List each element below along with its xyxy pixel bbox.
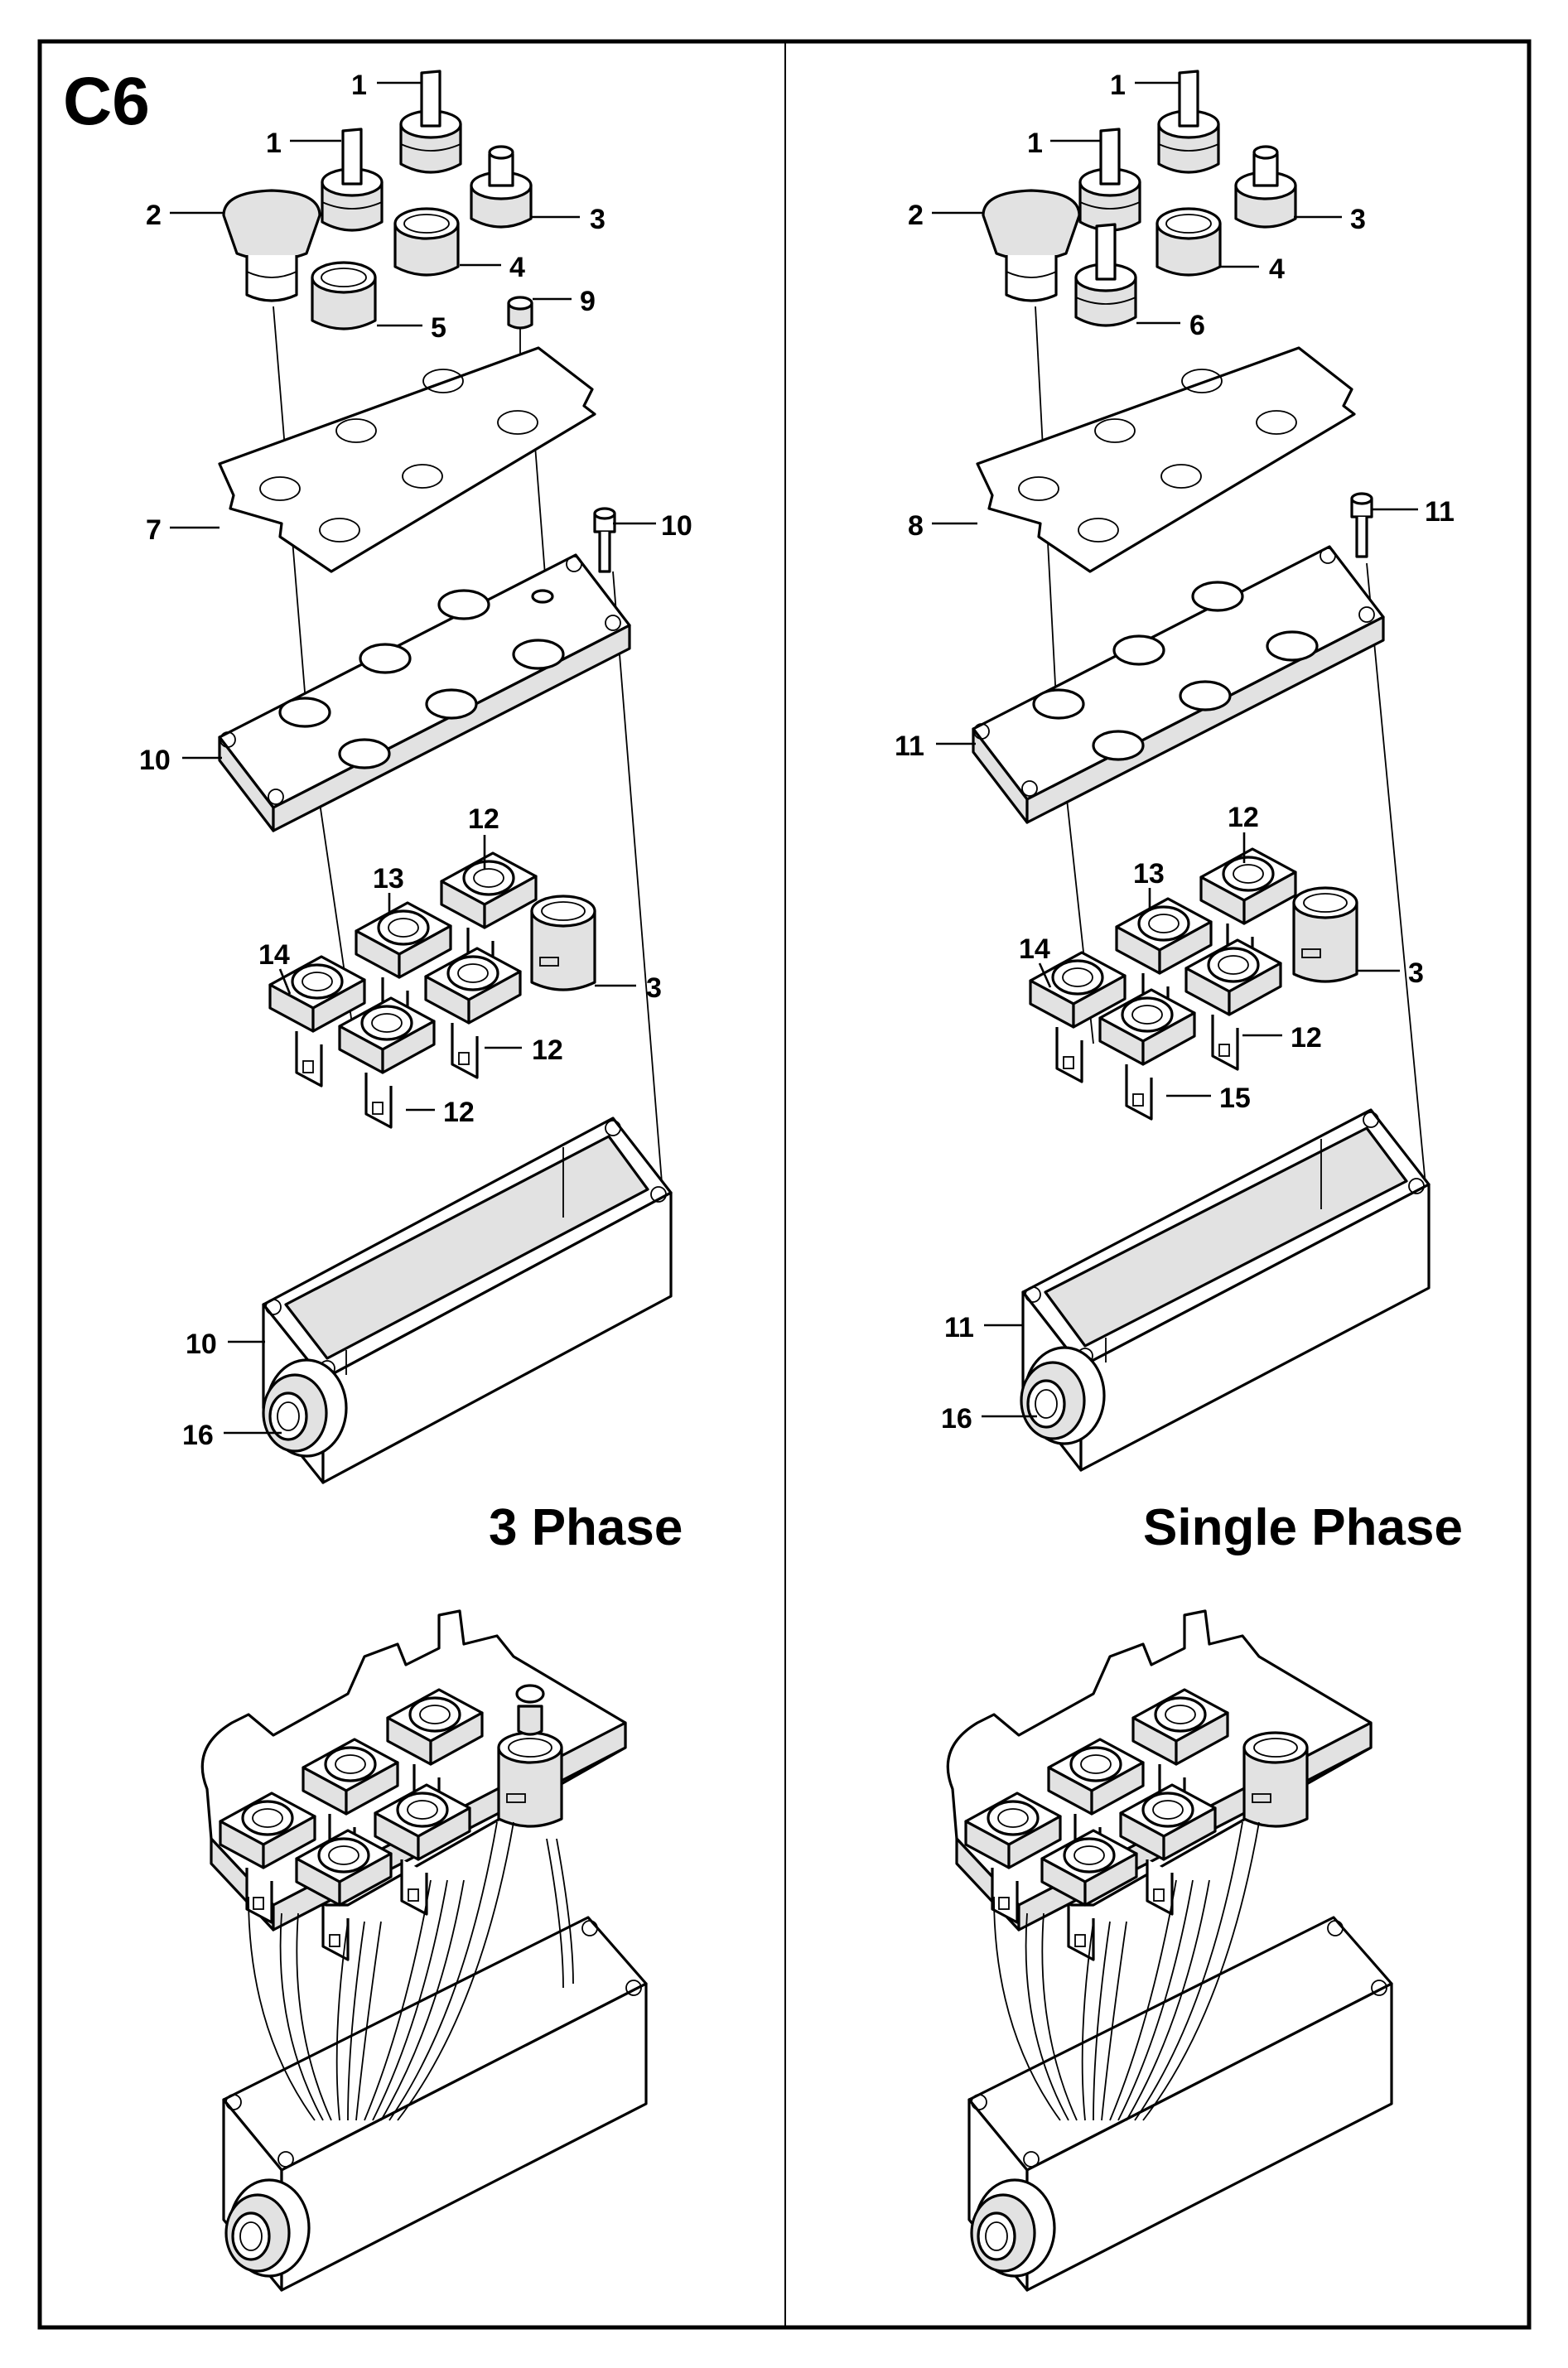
callout-part-16: 16 bbox=[182, 1420, 214, 1451]
single-phase-wiring-view bbox=[946, 1609, 1393, 2292]
enclosure-box bbox=[1020, 1108, 1430, 1472]
contact-block bbox=[424, 947, 522, 1079]
callout-part-11: 11 bbox=[944, 1312, 974, 1343]
section-label: C6 bbox=[63, 64, 150, 139]
callout-part-4: 4 bbox=[1269, 253, 1285, 285]
callout-part-12: 12 bbox=[468, 803, 499, 835]
callout-part-4: 4 bbox=[509, 252, 525, 283]
callout-part-2: 2 bbox=[146, 200, 162, 231]
callout-part-2: 2 bbox=[908, 200, 924, 231]
lid-screw bbox=[1350, 492, 1373, 558]
callout-part-15: 15 bbox=[1219, 1083, 1251, 1114]
callout-part-11: 11 bbox=[1425, 496, 1455, 528]
enclosure-box bbox=[262, 1116, 673, 1484]
callout-part-5: 5 bbox=[431, 312, 446, 344]
callout-part-12: 12 bbox=[1291, 1022, 1322, 1054]
panel-title-3-phase: 3 Phase bbox=[489, 1499, 683, 1556]
push-button-cap bbox=[1074, 223, 1137, 327]
push-button-cap bbox=[393, 207, 460, 277]
potentiometer-knob bbox=[470, 145, 533, 229]
callout-part-10: 10 bbox=[186, 1329, 217, 1360]
selector-switch-cap bbox=[399, 70, 462, 174]
callout-part-14: 14 bbox=[1019, 933, 1050, 965]
selector-switch-cap bbox=[1078, 128, 1141, 232]
callout-part-8: 8 bbox=[908, 510, 924, 542]
three-phase-wiring-view bbox=[200, 1609, 648, 2292]
emergency-stop-button bbox=[222, 189, 321, 302]
label-plate bbox=[218, 346, 596, 573]
enclosure-lid bbox=[218, 553, 631, 832]
callout-part-3: 3 bbox=[590, 204, 605, 235]
callout-part-10: 10 bbox=[661, 510, 692, 542]
indicator-lamp-housing bbox=[1292, 886, 1358, 983]
callout-part-1: 1 bbox=[1027, 128, 1043, 159]
label-plate bbox=[976, 346, 1356, 573]
callout-part-12: 12 bbox=[532, 1034, 563, 1066]
enclosure-lid bbox=[972, 545, 1385, 824]
leader-lines bbox=[170, 81, 656, 1435]
callout-part-3: 3 bbox=[646, 972, 662, 1004]
single-phase-exploded-view: 1 1 2 3 4 6 8 11 11 12 13 14 3 12 15 11 … bbox=[895, 70, 1463, 1556]
panel-title-single-phase: Single Phase bbox=[1143, 1499, 1463, 1556]
indicator-lamp-housing bbox=[530, 895, 596, 991]
emergency-stop-button bbox=[982, 189, 1081, 302]
callout-part-12: 12 bbox=[1228, 802, 1259, 833]
callout-part-16: 16 bbox=[941, 1403, 972, 1435]
push-button-cap bbox=[1155, 207, 1222, 277]
callout-part-9: 9 bbox=[580, 286, 596, 317]
leader-lines bbox=[932, 81, 1418, 1418]
callout-part-6: 6 bbox=[1189, 310, 1205, 341]
callout-part-1: 1 bbox=[351, 70, 367, 101]
callout-part-1: 1 bbox=[1110, 70, 1126, 101]
callout-part-10: 10 bbox=[139, 745, 171, 776]
contact-block bbox=[338, 996, 436, 1129]
callout-part-11: 11 bbox=[895, 731, 924, 762]
callout-part-3: 3 bbox=[1408, 957, 1424, 989]
potentiometer-knob bbox=[1234, 145, 1297, 229]
selector-switch-cap bbox=[321, 128, 384, 232]
lid-screw bbox=[593, 507, 616, 573]
three-phase-exploded-view: 1 1 2 3 4 5 9 7 10 10 12 13 14 3 12 12 1… bbox=[139, 70, 692, 1556]
contact-block bbox=[1184, 938, 1282, 1071]
contact-block bbox=[1098, 988, 1196, 1121]
callout-part-13: 13 bbox=[373, 863, 404, 895]
indicator-lamp bbox=[507, 296, 533, 356]
callout-part-7: 7 bbox=[146, 514, 162, 546]
callout-part-3: 3 bbox=[1350, 204, 1366, 235]
callout-part-1: 1 bbox=[266, 128, 282, 159]
callout-part-14: 14 bbox=[258, 939, 290, 971]
callout-part-12: 12 bbox=[443, 1097, 475, 1128]
selector-switch-cap bbox=[1157, 70, 1220, 174]
push-button-cap bbox=[311, 261, 377, 330]
callout-part-13: 13 bbox=[1133, 858, 1165, 890]
